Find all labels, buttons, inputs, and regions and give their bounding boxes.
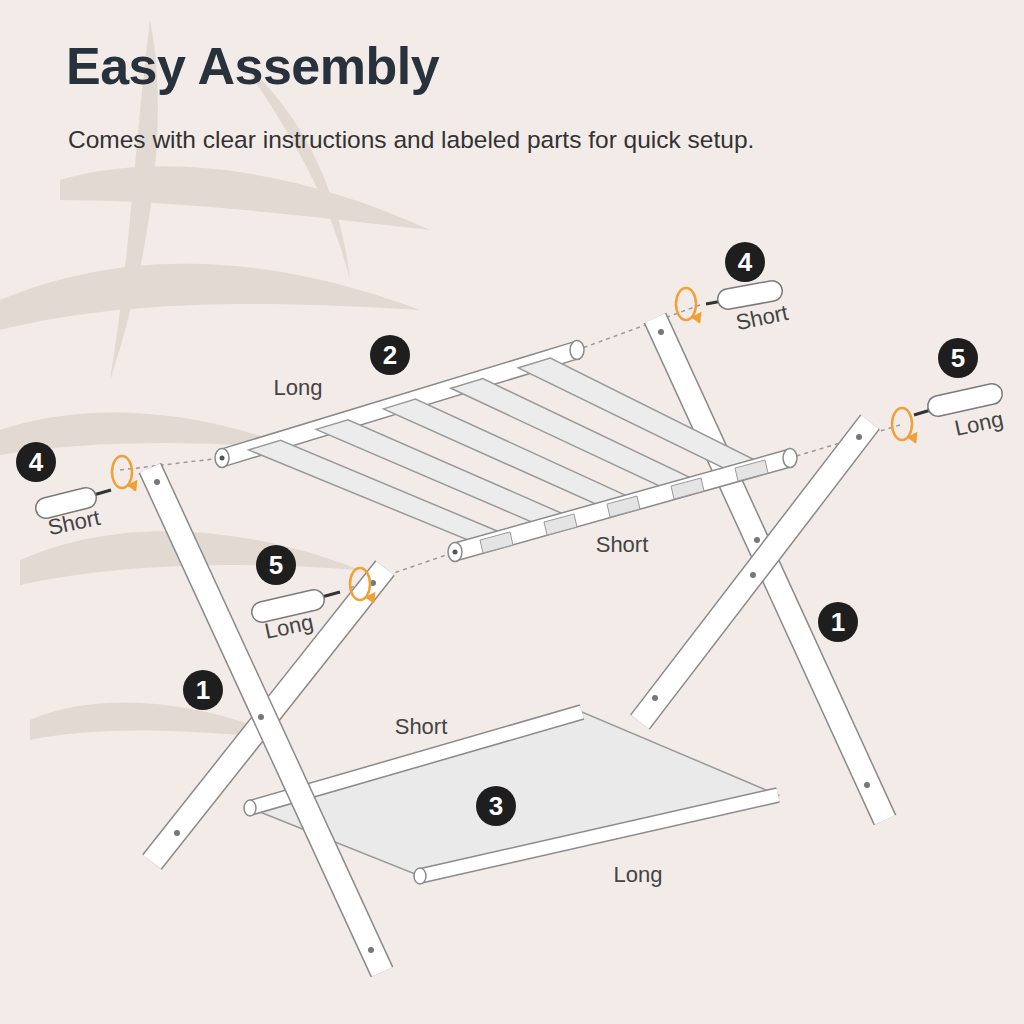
dashed-guide [120,458,222,470]
top-rack [215,449,229,468]
part-length-label: Short [46,505,103,541]
callout-number: 3 [475,785,517,827]
rotation-arrow [676,288,696,320]
bamboo-leaf [0,264,420,330]
callout-text: 5 [255,544,297,586]
callout-circle [16,442,56,482]
rotation-arrow [892,408,912,440]
bamboo-leaf [60,166,430,230]
shelf [414,868,426,884]
callout-text: 3 [475,785,517,827]
rotation-arrow [128,482,136,491]
callout-circle [256,545,296,585]
screw [938,394,992,406]
part-length-label: Short [395,714,448,740]
frame-leg [258,714,264,720]
top-rack [448,543,462,562]
rotation-arrow [692,314,700,323]
top-rack [215,341,797,562]
top-rack [518,358,765,473]
top-rack [735,460,768,481]
screw [728,291,772,299]
rotation-arrow [908,434,916,443]
screw [46,291,992,612]
screw [46,498,86,508]
frame-leg [658,329,664,335]
callout-text: 1 [182,669,224,711]
dashed-guide [577,305,700,350]
callout-number: 5 [937,337,979,379]
frame-leg [154,479,160,485]
top-rack [544,514,577,535]
subtitle: Comes with clear instructions and labele… [68,126,968,154]
frame-leg [856,434,862,440]
rotation-arrow [366,594,374,603]
top-rack [570,341,584,360]
frame-leg [368,947,374,953]
frame-leg [150,468,382,972]
top-rack [480,532,513,553]
top-rack [249,358,765,545]
callout-circle [818,602,858,642]
callout-number: 1 [817,601,859,643]
screw [938,394,992,406]
top-rack [671,478,704,499]
part-length-label: Short [734,300,791,336]
frame-leg [750,572,756,578]
frame-leg [150,422,870,972]
part-length-label: Long [262,609,315,645]
frame-leg [652,695,658,701]
rotation-arrow [350,568,370,600]
top-rack [607,496,640,517]
frame-leg [864,782,870,788]
title: Easy Assembly [66,36,439,96]
callout-circle [476,786,516,826]
shelf [420,795,778,876]
top-rack [453,550,458,555]
part-length-label: Short [596,532,649,558]
screw [46,498,86,508]
frame-leg [640,422,870,722]
callout-text: 5 [937,337,979,379]
rotation-arrow [112,456,132,488]
shelf [244,800,256,816]
callout-number: 2 [369,334,411,376]
part-length-label: Long [952,406,1005,442]
screw [728,291,772,299]
top-rack [783,449,797,468]
callout-text: 1 [817,601,859,643]
callout-circle [183,670,223,710]
callout-number: 4 [15,441,57,483]
callout-text: 4 [15,441,57,483]
callout-circle [938,338,978,378]
frame-leg [150,468,382,972]
callout-circle [370,335,410,375]
part-length-label: Long [274,375,323,401]
frame-leg [640,422,870,722]
callout-text: 2 [369,334,411,376]
callout-number: 4 [724,241,766,283]
top-rack [220,456,225,461]
callout-number: 5 [255,544,297,586]
frame-leg [174,830,180,836]
callout-circle [725,242,765,282]
frame-leg [754,537,760,543]
part-length-label: Long [614,862,663,888]
rotation-arrow [112,288,916,603]
callout-number: 1 [182,669,224,711]
shelf [420,795,778,876]
callout-text: 4 [724,241,766,283]
